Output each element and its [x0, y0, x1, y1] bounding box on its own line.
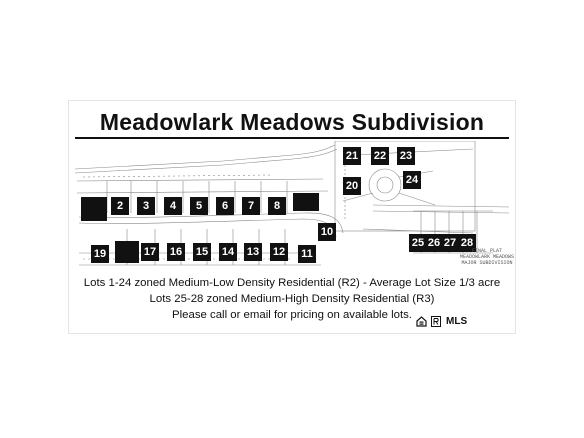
- lot-marker: 25: [409, 234, 427, 252]
- lot-marker: 22: [371, 147, 389, 165]
- lot-marker: 11: [298, 245, 316, 263]
- lot-marker: 8: [268, 197, 286, 215]
- lot-marker: 26: [425, 234, 443, 252]
- lot-marker-1: [81, 197, 107, 221]
- lot-marker: 5: [190, 197, 208, 215]
- lot-marker: 14: [219, 243, 237, 261]
- lot-marker: 23: [397, 147, 415, 165]
- lot-marker: 3: [137, 197, 155, 215]
- lot-marker: 27: [441, 234, 459, 252]
- lot-marker: 21: [343, 147, 361, 165]
- lot-marker: 12: [270, 243, 288, 261]
- lot-marker: 7: [242, 197, 260, 215]
- lot-marker: 4: [164, 197, 182, 215]
- lot-marker: 2: [111, 197, 129, 215]
- lot-marker: 17: [141, 243, 159, 261]
- lot-marker: 15: [193, 243, 211, 261]
- lot-marker: 6: [216, 197, 234, 215]
- lot-marker: 20: [343, 177, 361, 195]
- plat-title-block: FINAL PLAT MEADOWLARK MEADOWS MAJOR SUBD…: [457, 248, 517, 266]
- lot-marker-18: [115, 241, 139, 263]
- plat-title-line: MAJOR SUBDIVISION: [461, 260, 513, 266]
- lot-marker: 24: [403, 171, 421, 189]
- pricing-caption: Please call or email for pricing on avai…: [172, 309, 412, 321]
- lot-marker: 13: [244, 243, 262, 261]
- lot-marker-9: [293, 193, 319, 211]
- subdivision-title: Meadowlark Meadows Subdivision: [99, 109, 485, 135]
- lot-marker: 16: [167, 243, 185, 261]
- title-underline: [75, 137, 509, 139]
- listing-banner: Meadowlark Meadows Subdivision: [68, 100, 516, 334]
- realtor-icon: [431, 316, 441, 327]
- lot-marker: 28: [458, 234, 476, 252]
- zoning-caption-r2: Lots 1-24 zoned Medium-Low Density Resid…: [83, 277, 501, 289]
- plat-title-line: FINAL PLAT: [471, 248, 502, 254]
- zoning-caption-r3: Lots 25-28 zoned Medium-High Density Res…: [149, 293, 435, 305]
- mls-logo: MLS: [446, 316, 468, 327]
- plat-title-line: MEADOWLARK MEADOWS: [459, 254, 514, 260]
- lot-marker: 10: [318, 223, 336, 241]
- lot-marker: 19: [91, 245, 109, 263]
- equal-housing-icon: [416, 316, 427, 327]
